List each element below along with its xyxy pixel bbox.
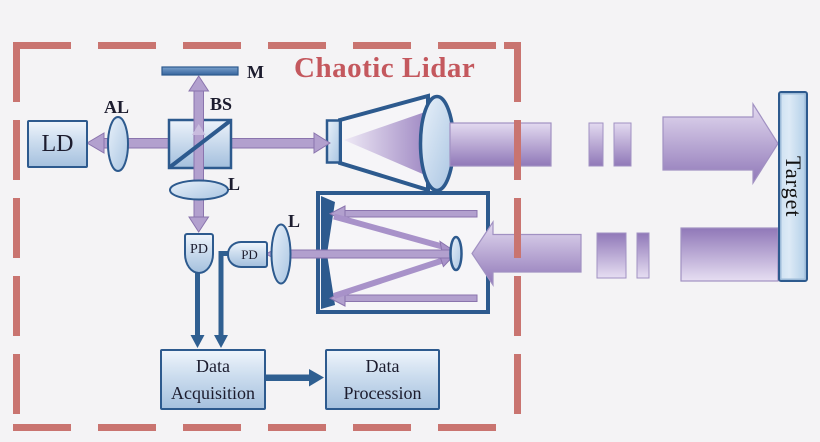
target-box: Target: [778, 91, 808, 282]
photodetector-main-label: PD: [190, 242, 208, 257]
aspheric-lens: [107, 116, 129, 172]
return-beam-segment: [680, 227, 779, 282]
boundary-bottom: [13, 424, 518, 431]
boundary-left: [13, 42, 20, 417]
outgoing-beam-dash: [613, 122, 632, 167]
boundary-top-right-stub: [504, 42, 521, 49]
data-procession-label: Data Procession: [343, 356, 422, 403]
wire-pd-receiver: [218, 251, 228, 338]
receiver-lens: [270, 223, 292, 285]
beam-splitter-label: BS: [210, 94, 233, 114]
beam-arrowhead-to-ld: [86, 132, 105, 154]
target-label: Target: [781, 155, 806, 218]
transmit-telescope-inner-beam: [344, 112, 425, 175]
main-lens-label: L: [228, 174, 241, 194]
boundary-right: [514, 42, 521, 422]
wire-da-dp-arrowhead: [309, 369, 324, 387]
photodetector-receiver-box: PD: [227, 241, 268, 268]
beam-arrowhead-to-telescope: [313, 132, 331, 154]
mirror-m: [161, 66, 239, 76]
mirror-label: M: [247, 62, 264, 82]
beam-arrowhead-to-pd: [188, 216, 210, 233]
receiver-beam-bottom: [337, 294, 478, 302]
main-lens: [169, 179, 229, 201]
wire-pd-receiver-arrowhead: [214, 335, 228, 348]
beam-splitter-diagonal: [168, 119, 232, 169]
outgoing-beam-segment: [449, 122, 552, 167]
laser-diode-label: LD: [41, 130, 74, 157]
return-beam-arrow: [471, 220, 582, 287]
return-beam-dash: [636, 232, 650, 279]
laser-diode-box: LD: [27, 120, 88, 168]
receiver-central-beam: [271, 249, 453, 259]
receiver-secondary-mirror: [449, 235, 463, 272]
photodetector-receiver-label: PD: [241, 246, 258, 262]
outgoing-beam-dash: [588, 122, 604, 167]
aspheric-lens-label: AL: [104, 97, 130, 117]
wire-da-dp: [266, 374, 311, 381]
beam-arrowhead-to-mirror: [188, 75, 210, 92]
receiver-beam-diagonal-top: [333, 213, 445, 250]
receiver-beam-top: [337, 210, 478, 218]
transmit-telescope-entrance: [325, 119, 342, 164]
data-acquisition-box: Data Acquisition: [160, 349, 266, 410]
return-beam-dash: [596, 232, 627, 279]
bs-reflection-arrow: [192, 124, 206, 135]
receiver-lens-label: L: [288, 211, 301, 231]
outgoing-beam-arrow: [662, 101, 779, 186]
transmit-telescope-lens: [418, 94, 456, 193]
receiver-primary-mirror: [321, 196, 335, 309]
receiver-beam-diagonal-bottom: [333, 257, 445, 299]
data-procession-box: Data Procession: [325, 349, 440, 410]
wire-pd-main-arrowhead: [190, 335, 205, 348]
data-acquisition-label: Data Acquisition: [171, 356, 255, 403]
photodetector-main-box: PD: [184, 233, 214, 274]
boundary-top: [13, 42, 518, 49]
diagram-title: Chaotic Lidar: [294, 52, 476, 84]
